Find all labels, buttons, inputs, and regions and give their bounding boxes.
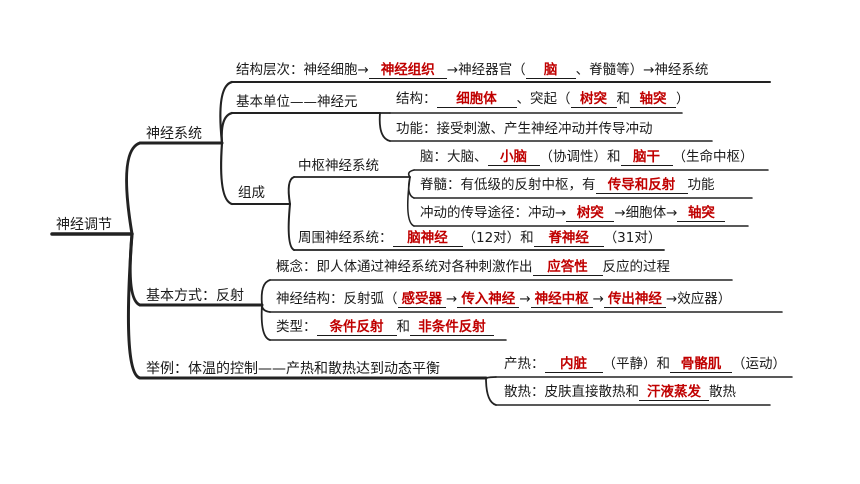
branch-example-heat	[485, 376, 497, 379]
answer-brain: 脑	[525, 62, 576, 79]
answer-efferent: 传出神经	[603, 291, 666, 308]
answer-brainstem: 脑干	[620, 149, 673, 166]
branch-root-nervous	[125, 141, 142, 236]
node-reflex-concept: 概念：即人体通过神经系统对各种刺激作出应答性反应的过程	[276, 259, 670, 276]
answer-sweat-evaporation: 汗液蒸发	[639, 384, 709, 401]
answer-path-axon: 轴突	[677, 205, 726, 222]
node-central-nervous: 中枢神经系统	[298, 158, 379, 174]
answer-unconditioned: 非条件反射	[410, 319, 494, 336]
branch-central-brain	[407, 169, 415, 178]
branch-comp-central	[287, 176, 295, 205]
node-reflex-arc: 神经结构：反射弧（感受器→传入神经→神经中枢→传出神经→效应器）	[276, 291, 732, 308]
answer-viscera: 内脏	[544, 356, 603, 373]
answer-responsive: 应答性	[532, 259, 603, 276]
answer-conduction-reflex: 传导和反射	[595, 177, 688, 194]
node-basic-unit: 基本单位——神经元	[236, 94, 358, 110]
node-reflex: 基本方式：反射	[146, 288, 244, 304]
node-neuron-function: 功能：接受刺激、产生神经冲动并传导冲动	[396, 121, 653, 137]
node-nervous-system: 神经系统	[146, 126, 202, 142]
answer-spinal-nerves: 脊神经	[533, 230, 604, 247]
node-reflex-types: 类型：条件反射和非条件反射	[276, 318, 494, 336]
answer-skeletal-muscle: 骨骼肌	[670, 356, 732, 373]
branch-reflex-arc	[261, 304, 271, 313]
node-heat-production: 产热：内脏（平静）和骨骼肌（运动）	[504, 356, 786, 373]
branch-comp-peripheral	[287, 203, 295, 251]
answer-cerebellum: 小脑	[487, 149, 540, 166]
node-peripheral-nervous: 周围神经系统：脑神经（12对）和脊神经（31对）	[298, 230, 662, 247]
branch-central-path	[406, 176, 415, 227]
node-heat-loss: 散热：皮肤直接散热和汗液蒸发散热	[504, 384, 736, 401]
branch-root-example	[126, 232, 142, 380]
answer-center: 神经中枢	[530, 291, 593, 308]
answer-path-dendrite: 树突	[566, 205, 615, 222]
answer-afferent: 传入神经	[457, 291, 520, 308]
node-brain: 脑：大脑、小脑（协调性）和脑干（生命中枢）	[420, 149, 754, 166]
branch-nervous-unit	[220, 111, 234, 145]
answer-cell-body: 细胞体	[436, 91, 517, 108]
answer-nerve-tissue: 神经组织	[368, 62, 447, 79]
answer-cranial-nerves: 脑神经	[392, 230, 463, 247]
root-node: 神经调节	[56, 217, 112, 233]
node-example: 举例：体温的控制——产热和散热达到动态平衡	[146, 361, 440, 377]
node-structure-level: 结构层次：神经细胞→神经组织→神经器官（脑、脊髓等）→神经系统	[236, 62, 709, 79]
answer-axon: 轴突	[630, 91, 676, 108]
node-composition: 组成	[238, 185, 265, 201]
answer-conditioned: 条件反射	[316, 319, 397, 336]
branch-example-loss	[485, 377, 497, 406]
branch-reflex-concept	[260, 279, 271, 306]
branch-reflex-types	[260, 304, 271, 341]
node-neuron-structure: 结构：细胞体、突起（树突和轴突）	[396, 91, 690, 108]
branch-nervous-comp	[220, 141, 234, 206]
node-impulse-path: 冲动的传导途径：冲动→树突→细胞体→轴突	[420, 204, 726, 222]
answer-receptor: 感受器	[397, 291, 446, 308]
branch-unit-function	[378, 112, 391, 142]
answer-dendrite: 树突	[570, 91, 617, 108]
node-spinal-cord: 脊髓：有低级的反射中枢，有传导和反射功能	[420, 177, 715, 194]
